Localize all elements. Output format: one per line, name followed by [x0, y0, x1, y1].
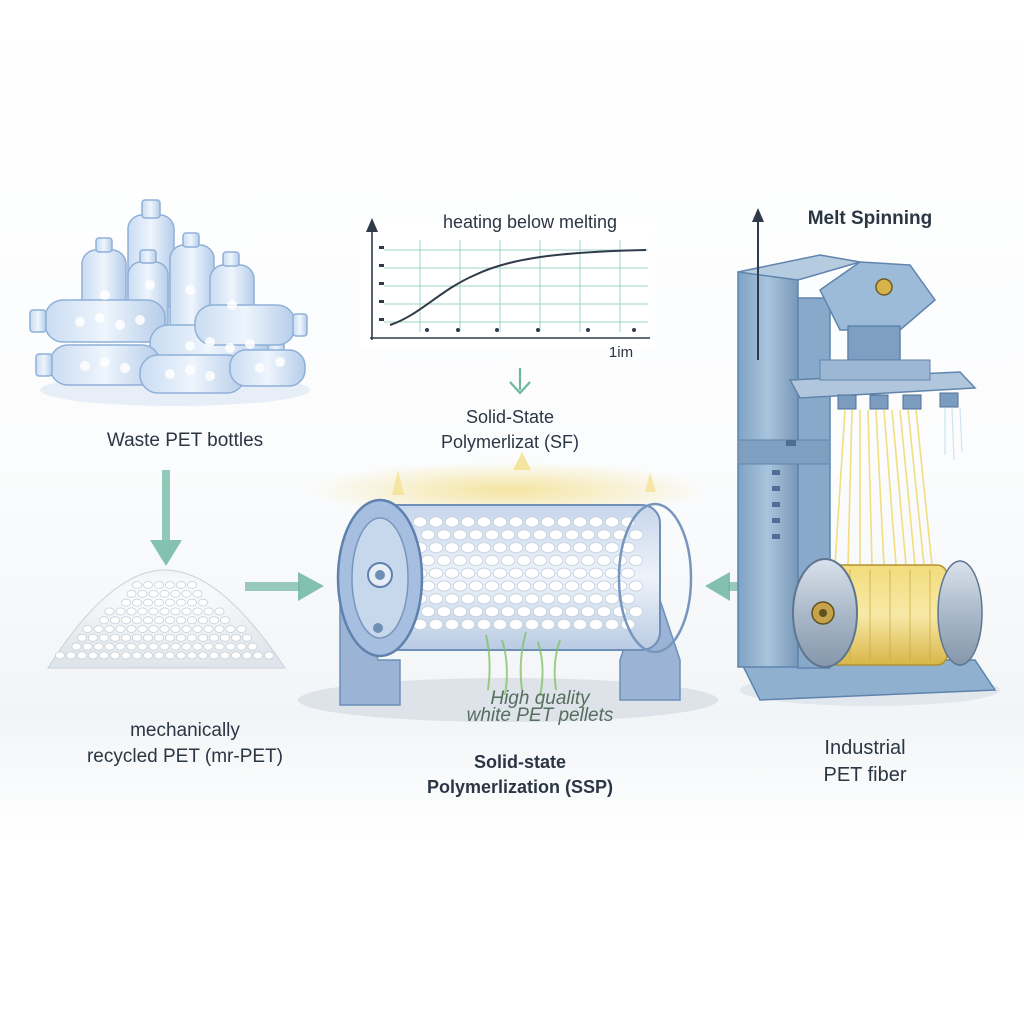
pellets-quality-line2: white PET pellets	[466, 705, 614, 726]
heating-graph	[360, 218, 655, 350]
waste-bottles-illustration	[29, 199, 310, 406]
fiber-label-line2: PET fiber	[823, 764, 907, 786]
ssp-reactor-illustration	[298, 452, 718, 722]
ssp-bottom-label: Solid-state Polymerlization (SSP)	[400, 750, 640, 800]
pellets-quality-line1: High quality	[490, 688, 590, 709]
melt-spinning-machine-illustration	[737, 208, 1000, 706]
mrpet-label-line1: mechanically	[130, 720, 240, 741]
ssp-bottom-label-line1: Solid-state	[473, 752, 566, 772]
waste-bottles-label: Waste PET bottles	[106, 430, 264, 451]
melt-spinning-label: Melt Spinning	[807, 208, 933, 229]
ssp-top-label: Solid-State Polymerlizat (SF)	[390, 405, 630, 455]
fiber-label: Industrial PET fiber	[780, 735, 950, 789]
mrpet-label: mechanically recycled PET (mr-PET)	[40, 718, 330, 770]
arrow-down-icon	[150, 470, 182, 566]
ssp-top-label-line1: Solid-State	[465, 407, 555, 427]
ssp-top-label-line2: Polymerlizat (SF)	[440, 432, 579, 452]
ssp-bottom-label-line2: Polymerlization (SSP)	[426, 777, 614, 797]
arrow-down-icon	[509, 368, 531, 395]
pellets-quality-label: High quality white PET pellets	[440, 688, 640, 726]
mrpet-label-line2: recycled PET (mr-PET)	[86, 746, 283, 767]
graph-title: heating below melting	[442, 212, 618, 232]
arrow-right-icon	[245, 572, 324, 601]
fiber-label-line1: Industrial	[824, 737, 906, 759]
pellet-pile-illustration	[47, 569, 286, 669]
graph-x-label: 1im	[608, 344, 634, 361]
